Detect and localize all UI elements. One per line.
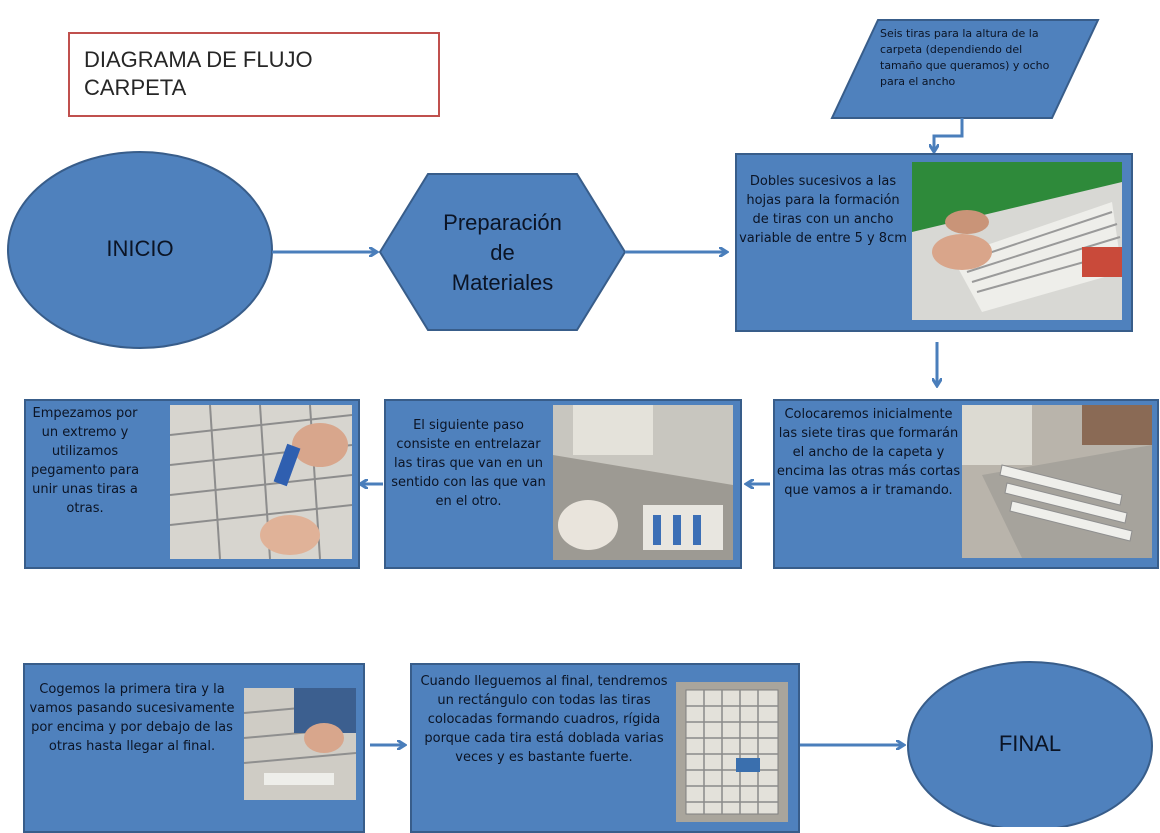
step-3-photo xyxy=(553,405,733,560)
preparation-line-1: Preparación xyxy=(443,210,562,235)
preparation-line-3: Materiales xyxy=(451,270,554,295)
step-1-photo xyxy=(912,162,1122,320)
step-5-text: Cogemos la primera tira y la vamos pasan… xyxy=(29,682,235,754)
title-line-2: CARPETA xyxy=(84,75,187,100)
input-text: Seis tiras para la altura de la carpeta … xyxy=(880,27,1050,88)
step-6-text: Cuando lleguemos al final, tendremos un … xyxy=(420,674,668,765)
step-6-photo xyxy=(676,682,788,822)
step-2-photo xyxy=(962,405,1152,558)
title-line-1: DIAGRAMA DE FLUJO xyxy=(84,47,313,72)
end-terminal xyxy=(907,661,1153,827)
arrow-input-to-step1 xyxy=(934,118,964,150)
diagram-title: DIAGRAMA DE FLUJO CARPETA xyxy=(68,32,440,117)
preparation-label: Preparación de Materiales xyxy=(420,208,585,298)
preparation-line-2: de xyxy=(490,240,515,265)
step-2-text: Colocaremos inicialmente las siete tiras… xyxy=(776,407,961,498)
input-parallelogram xyxy=(830,19,1100,119)
step-4-photo xyxy=(170,405,352,559)
step-1-text: Dobles sucesivos a las hojas para la for… xyxy=(739,174,907,246)
start-label: INICIO xyxy=(106,236,174,261)
end-label: FINAL xyxy=(998,731,1062,756)
step-5-photo xyxy=(244,688,356,800)
step-4-text: Empezamos por un extremo y utilizamos pe… xyxy=(30,406,140,516)
step-3-text: El siguiente paso consiste en entrelazar… xyxy=(391,418,546,509)
start-terminal xyxy=(7,151,273,349)
